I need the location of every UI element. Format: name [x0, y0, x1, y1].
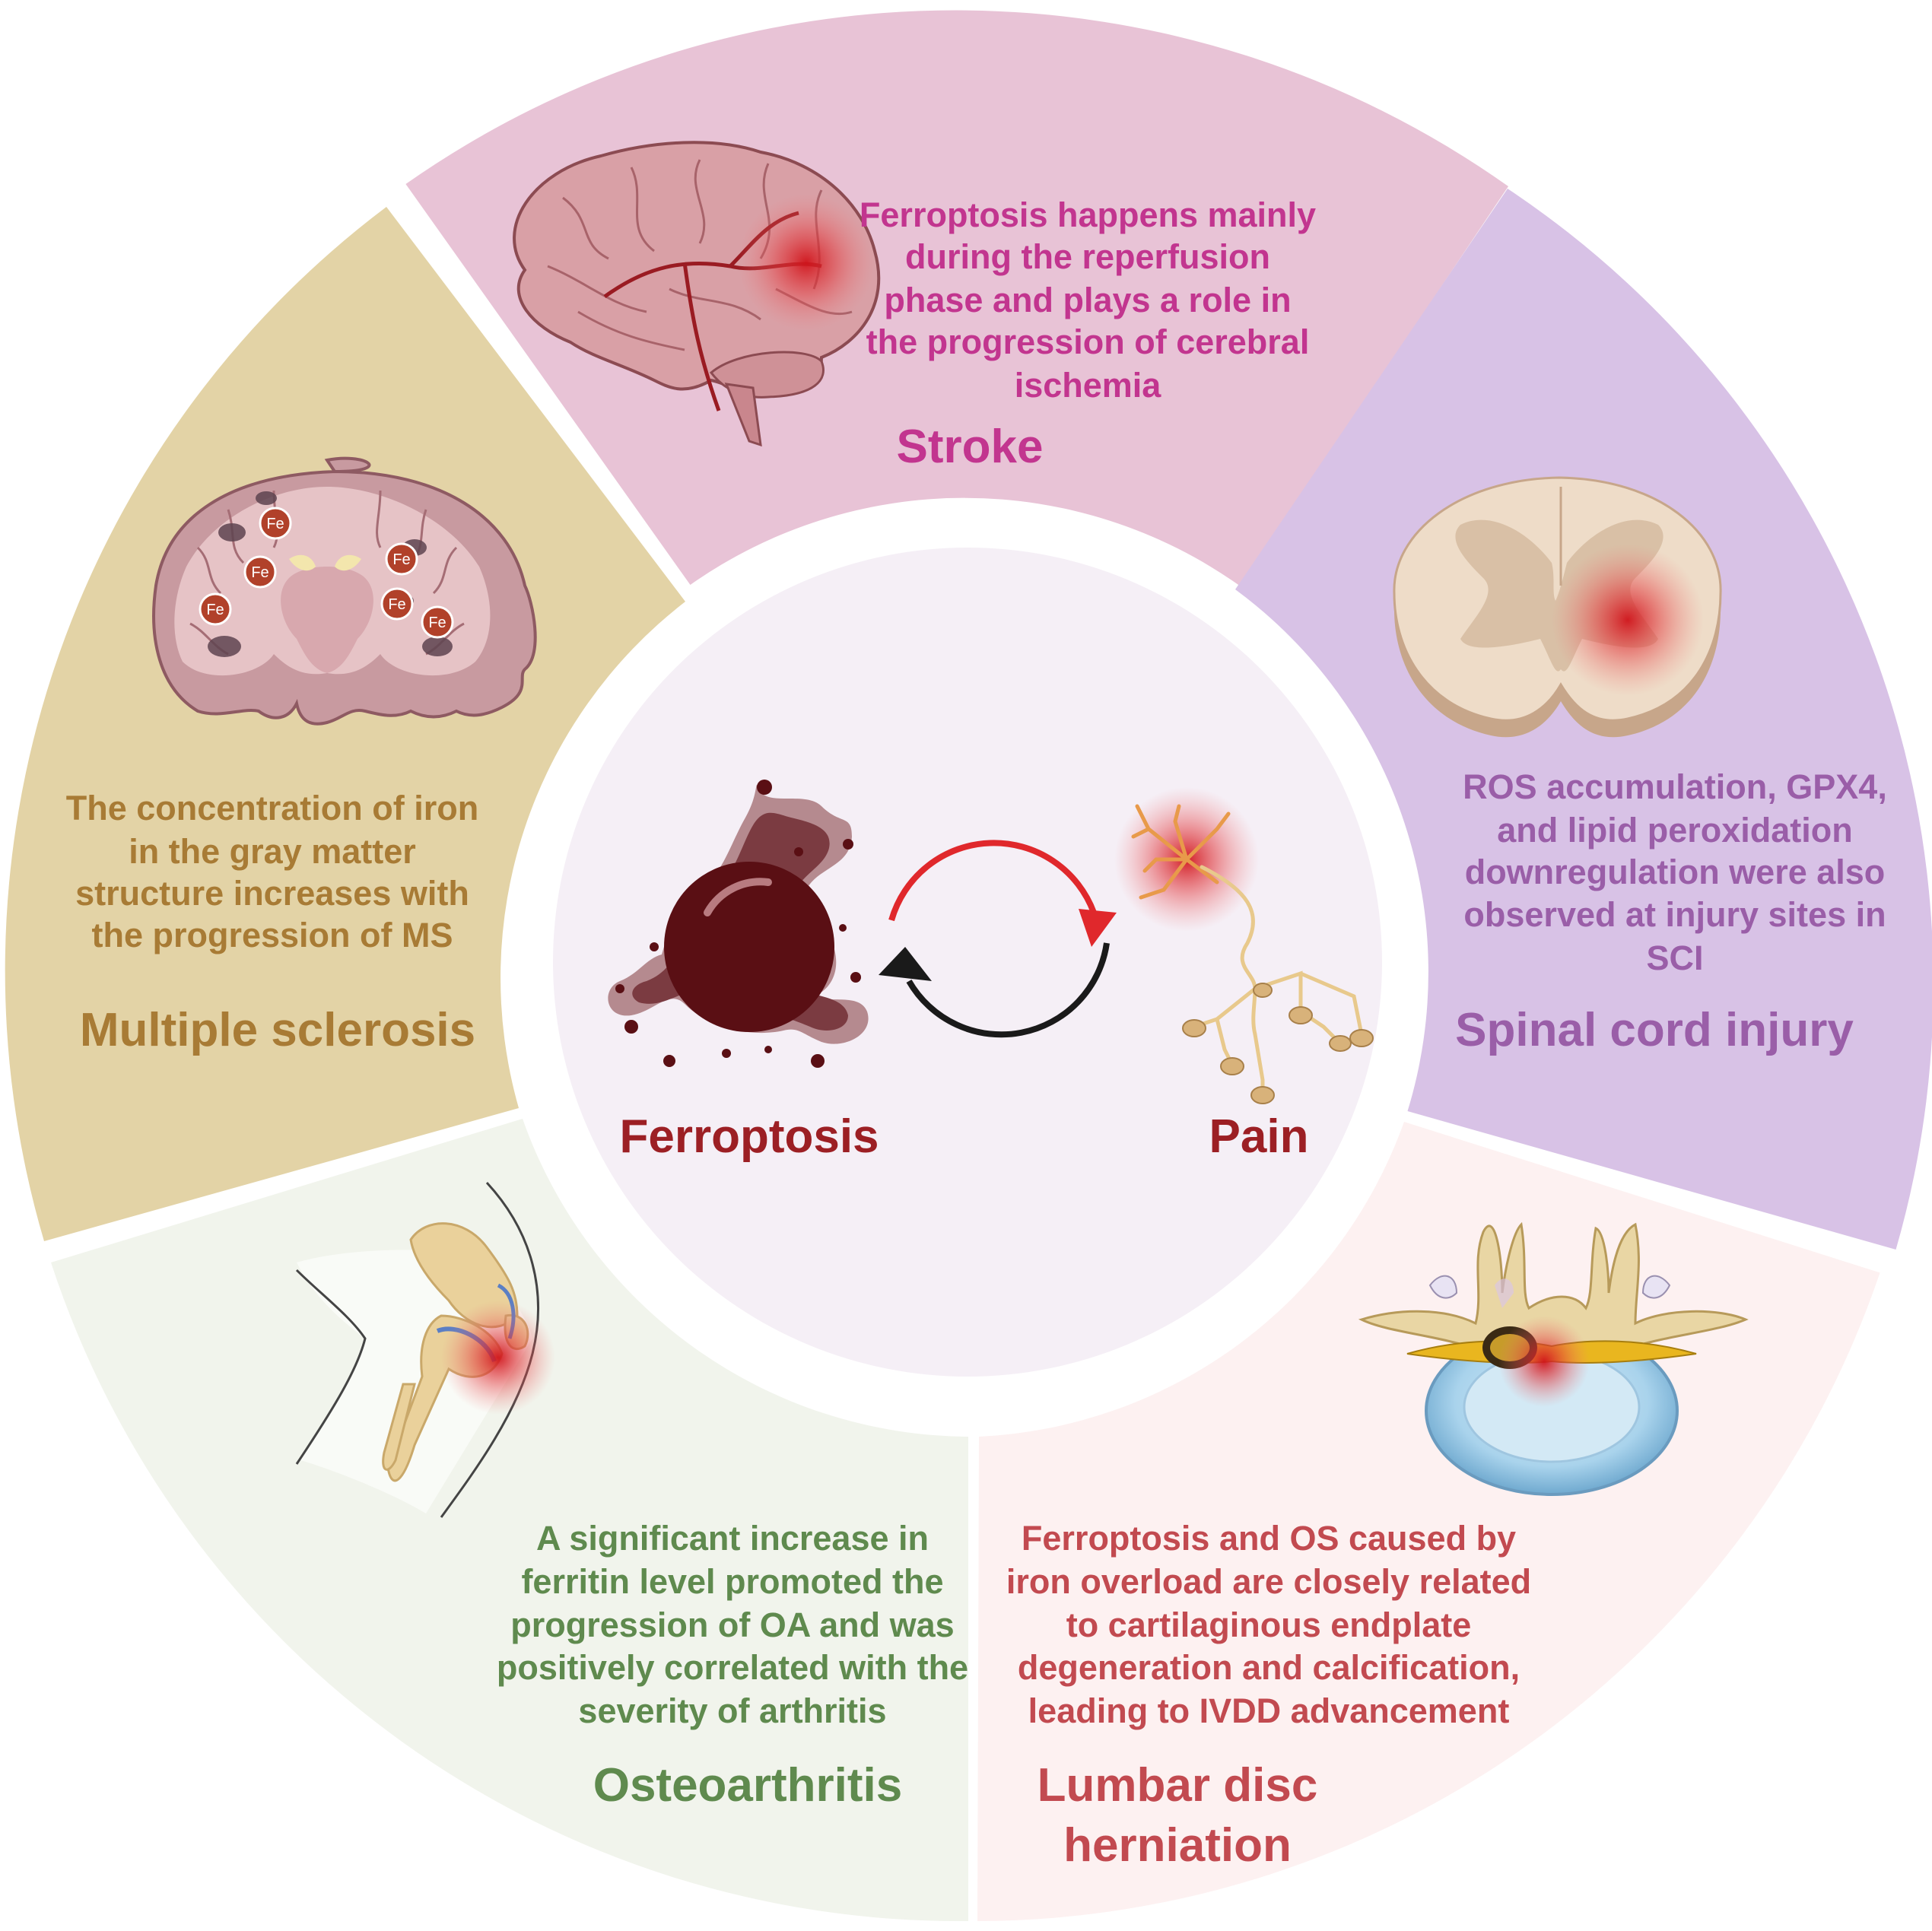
- stroke-description: Ferroptosis happens mainly during the re…: [860, 195, 1316, 405]
- ferroptotic-cell-icon: [608, 780, 869, 1068]
- ldh-description: Ferroptosis and OS caused by iron overlo…: [1006, 1519, 1531, 1730]
- svg-text:leading to IVDD advancement: leading to IVDD advancement: [1028, 1691, 1510, 1730]
- svg-text:Fe: Fe: [388, 596, 405, 613]
- sci-description: ROS accumulation, GPX4, and lipid peroxi…: [1463, 767, 1887, 977]
- svg-text:during the reperfusion: during the reperfusion: [905, 237, 1270, 276]
- cycle-arrows: [879, 840, 1117, 1038]
- oa-description: A significant increase in ferritin level…: [497, 1519, 968, 1730]
- svg-text:Ferroptosis happens mainly: Ferroptosis happens mainly: [860, 195, 1316, 234]
- svg-text:The concentration of iron: The concentration of iron: [66, 789, 479, 827]
- svg-text:downregulation were also: downregulation were also: [1465, 853, 1886, 891]
- svg-text:ROS accumulation, GPX4,: ROS accumulation, GPX4,: [1463, 767, 1887, 806]
- stroke-title: Stroke: [897, 421, 1044, 473]
- brain-coronal-section-icon: Fe Fe Fe Fe Fe Fe: [152, 456, 537, 726]
- svg-text:Fe: Fe: [251, 564, 269, 581]
- ldh-title-line2: herniation: [1063, 1819, 1292, 1872]
- svg-text:SCI: SCI: [1646, 939, 1703, 977]
- ms-title: Multiple sclerosis: [80, 1004, 475, 1056]
- svg-text:the progression of MS: the progression of MS: [91, 916, 453, 954]
- svg-text:Ferroptosis and OS caused by: Ferroptosis and OS caused by: [1022, 1519, 1516, 1558]
- neuron-icon: [1114, 787, 1374, 1104]
- svg-text:Fe: Fe: [206, 602, 224, 618]
- knee-joint-icon: [295, 1181, 555, 1518]
- center-circle: [553, 548, 1382, 1377]
- svg-text:structure increases with: structure increases with: [75, 874, 469, 913]
- red-arc-arrow: [888, 840, 1097, 922]
- sci-title: Spinal cord injury: [1455, 1004, 1854, 1056]
- black-arrowhead-icon: [879, 947, 932, 981]
- svg-text:positively correlated with the: positively correlated with the: [497, 1648, 968, 1687]
- svg-text:degeneration and calcification: degeneration and calcification,: [1018, 1648, 1520, 1687]
- spinal-cord-section-icon: [1393, 476, 1722, 738]
- svg-text:the progression of cerebral: the progression of cerebral: [866, 322, 1310, 361]
- svg-text:ischemia: ischemia: [1015, 366, 1162, 405]
- ms-description: The concentration of iron in the gray ma…: [66, 789, 479, 954]
- svg-text:phase and plays a role in: phase and plays a role in: [884, 281, 1291, 319]
- svg-text:iron overload are closely rela: iron overload are closely related: [1006, 1562, 1531, 1601]
- svg-text:to cartilaginous endplate: to cartilaginous endplate: [1066, 1605, 1472, 1644]
- red-arrowhead-icon: [1079, 909, 1117, 947]
- ldh-title-line1: Lumbar disc: [1037, 1759, 1318, 1812]
- black-arc-arrow: [906, 942, 1110, 1038]
- svg-text:and lipid peroxidation: and lipid peroxidation: [1497, 811, 1853, 850]
- svg-text:severity of arthritis: severity of arthritis: [578, 1691, 886, 1730]
- svg-text:Fe: Fe: [266, 516, 284, 532]
- svg-text:Fe: Fe: [428, 615, 446, 631]
- oa-title: Osteoarthritis: [593, 1759, 903, 1812]
- pain-label: Pain: [1209, 1110, 1309, 1163]
- svg-text:A significant increase in: A significant increase in: [536, 1519, 929, 1558]
- ring-segments: [5, 10, 1932, 1922]
- svg-text:ferritin level promoted the: ferritin level promoted the: [521, 1562, 943, 1601]
- segment-osteoarthritis: [51, 1119, 968, 1922]
- svg-text:observed at injury sites in: observed at injury sites in: [1463, 895, 1886, 934]
- segment-multiple-sclerosis: [5, 207, 685, 1241]
- svg-text:Fe: Fe: [392, 551, 410, 568]
- brain-icon: [513, 141, 881, 447]
- vertebra-disc-icon: [1358, 1221, 1749, 1496]
- ferroptosis-label: Ferroptosis: [619, 1110, 879, 1163]
- iron-particles: Fe Fe Fe Fe Fe Fe: [199, 507, 454, 639]
- svg-text:progression of OA and was: progression of OA and was: [510, 1605, 954, 1644]
- svg-text:in the gray matter: in the gray matter: [129, 832, 416, 871]
